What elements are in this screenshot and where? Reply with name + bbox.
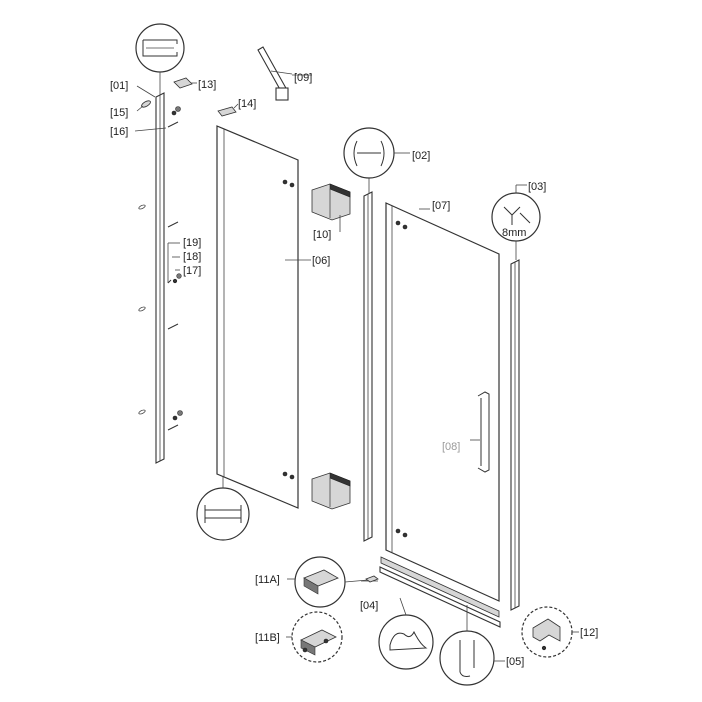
label-16: [16] xyxy=(110,126,128,138)
callout-clip-11b xyxy=(286,611,343,663)
label-06: [06] xyxy=(312,255,330,267)
label-19: [19] xyxy=(183,237,201,249)
callout-corner-12 xyxy=(521,606,579,658)
callout-profile-01 xyxy=(135,23,185,95)
clip-part-15 xyxy=(136,100,151,112)
wall-fixings xyxy=(167,106,183,431)
door-profile-part-03 xyxy=(510,259,520,611)
callout-post-02 xyxy=(343,127,410,194)
label-12: [12] xyxy=(580,627,598,639)
wall-profile-part-01 xyxy=(138,92,165,464)
hinge-post-part-02 xyxy=(363,191,373,542)
label-10: [10] xyxy=(313,229,331,241)
label-11b: [11B] xyxy=(255,632,280,644)
label-04: [04] xyxy=(360,600,378,612)
label-15: [15] xyxy=(110,107,128,119)
callout-seal-profile xyxy=(378,597,434,670)
label-17: [17] xyxy=(183,265,201,277)
plate-part-14 xyxy=(217,103,239,117)
door-glass-part-07 xyxy=(385,202,500,602)
label-01: [01] xyxy=(110,80,128,92)
label-03: [03] xyxy=(528,181,546,193)
label-18: [18] xyxy=(183,251,201,263)
label-14: [14] xyxy=(238,98,256,110)
hinge-bottom-part-10 xyxy=(311,472,351,510)
callout-clip-11a xyxy=(287,556,379,608)
label-05: [05] xyxy=(506,656,524,668)
label-11a: [11A] xyxy=(255,574,280,586)
label-13: [13] xyxy=(198,79,216,91)
label-02: [02] xyxy=(412,150,430,162)
part-labels: [01] [13] [09] [14] [15] [16] [02] [03] … xyxy=(110,72,598,668)
label-09: [09] xyxy=(294,72,312,84)
bottom-seal-part-04 xyxy=(361,556,501,628)
callout-magnet-03 xyxy=(491,184,541,260)
stabiliser-bar-part-09 xyxy=(257,46,293,101)
label-08: [08] xyxy=(442,441,460,453)
handle-part-08 xyxy=(470,391,490,473)
leader-lines xyxy=(134,74,312,283)
label-gap-8mm: 8mm xyxy=(502,227,526,239)
label-07: [07] xyxy=(432,200,450,212)
hinge-top-part-10 xyxy=(311,183,351,232)
callout-drip-seal-05 xyxy=(439,605,505,686)
fixed-glass-panel-06 xyxy=(216,125,299,509)
callout-panel-profile xyxy=(196,477,250,541)
top-cap-part-13 xyxy=(173,77,197,89)
